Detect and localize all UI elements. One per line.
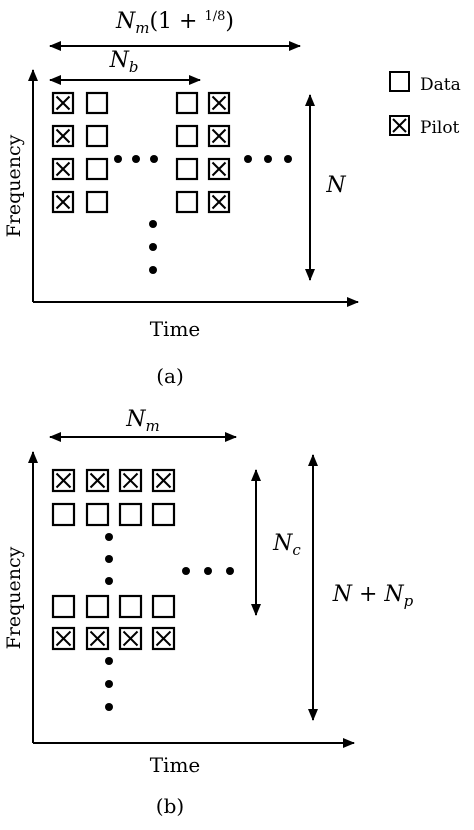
data-cell [85,157,109,181]
data-cell [175,91,199,115]
data-cell [175,190,199,214]
data-cell [85,594,110,619]
data-cell [51,594,76,619]
pilot-cell [51,468,76,493]
panel-a-top-span-label: Nm(1 + 1/8) [115,9,234,37]
panel-b-right-span-label: N + Np [332,582,414,610]
pilot-cell [51,157,75,181]
data-cell [85,91,109,115]
data-cell [151,502,176,527]
pilot-cell [85,468,110,493]
legend-pilot-icon [389,115,410,136]
pilot-cell [207,190,231,214]
panel-a-xlabel: Time [150,317,201,341]
panel-b-xlabel: Time [150,753,201,777]
panel-b-vertical-ellipsis-lower [105,657,113,711]
data-cell [175,124,199,148]
data-cell [85,502,110,527]
panel-b-horizontal-ellipsis [182,567,234,575]
panel-a-right-span-label: N [325,173,346,198]
panel-a: Nm(1 + 1/8) Nb N Freq [3,9,359,388]
pilot-cell [118,626,143,651]
panel-a-cell-grid [51,91,231,214]
panel-b-top-span-label: Nm [125,407,159,435]
panel-a-horizontal-ellipsis-inner [114,155,158,163]
legend: Data Pilot [389,71,461,138]
panel-b-inner-span-label: Nc [272,531,301,559]
panel-a-vertical-ellipsis [149,220,157,274]
pilot-cell [51,91,75,115]
panel-a-inner-span-label: Nb [109,48,139,76]
data-cell [175,157,199,181]
data-cell [118,594,143,619]
pilot-cell [207,124,231,148]
panel-b: Nm Nc N + Np Frequenc [3,407,414,818]
pilot-cell [51,124,75,148]
legend-data-icon [389,71,410,92]
panel-b-caption: (b) [156,794,184,818]
data-cell [85,124,109,148]
panel-b-vertical-ellipsis-upper [105,533,113,585]
panel-b-ylabel: Frequency [3,546,25,649]
pilot-cell [118,468,143,493]
data-cell [51,502,76,527]
pilot-cell [207,157,231,181]
pilot-cell [51,190,75,214]
legend-pilot-label: Pilot [420,118,460,138]
panel-a-horizontal-ellipsis-outer [244,155,292,163]
pilot-cell [51,626,76,651]
data-cell [118,502,143,527]
pilot-cell [85,626,110,651]
panel-a-ylabel: Frequency [3,134,25,237]
legend-data-label: Data [420,75,461,95]
data-cell [151,594,176,619]
panel-b-cell-grid [51,468,176,651]
pilot-cell [151,626,176,651]
data-cell [85,190,109,214]
panel-a-caption: (a) [156,364,184,388]
pilot-cell [151,468,176,493]
pilot-cell [207,91,231,115]
